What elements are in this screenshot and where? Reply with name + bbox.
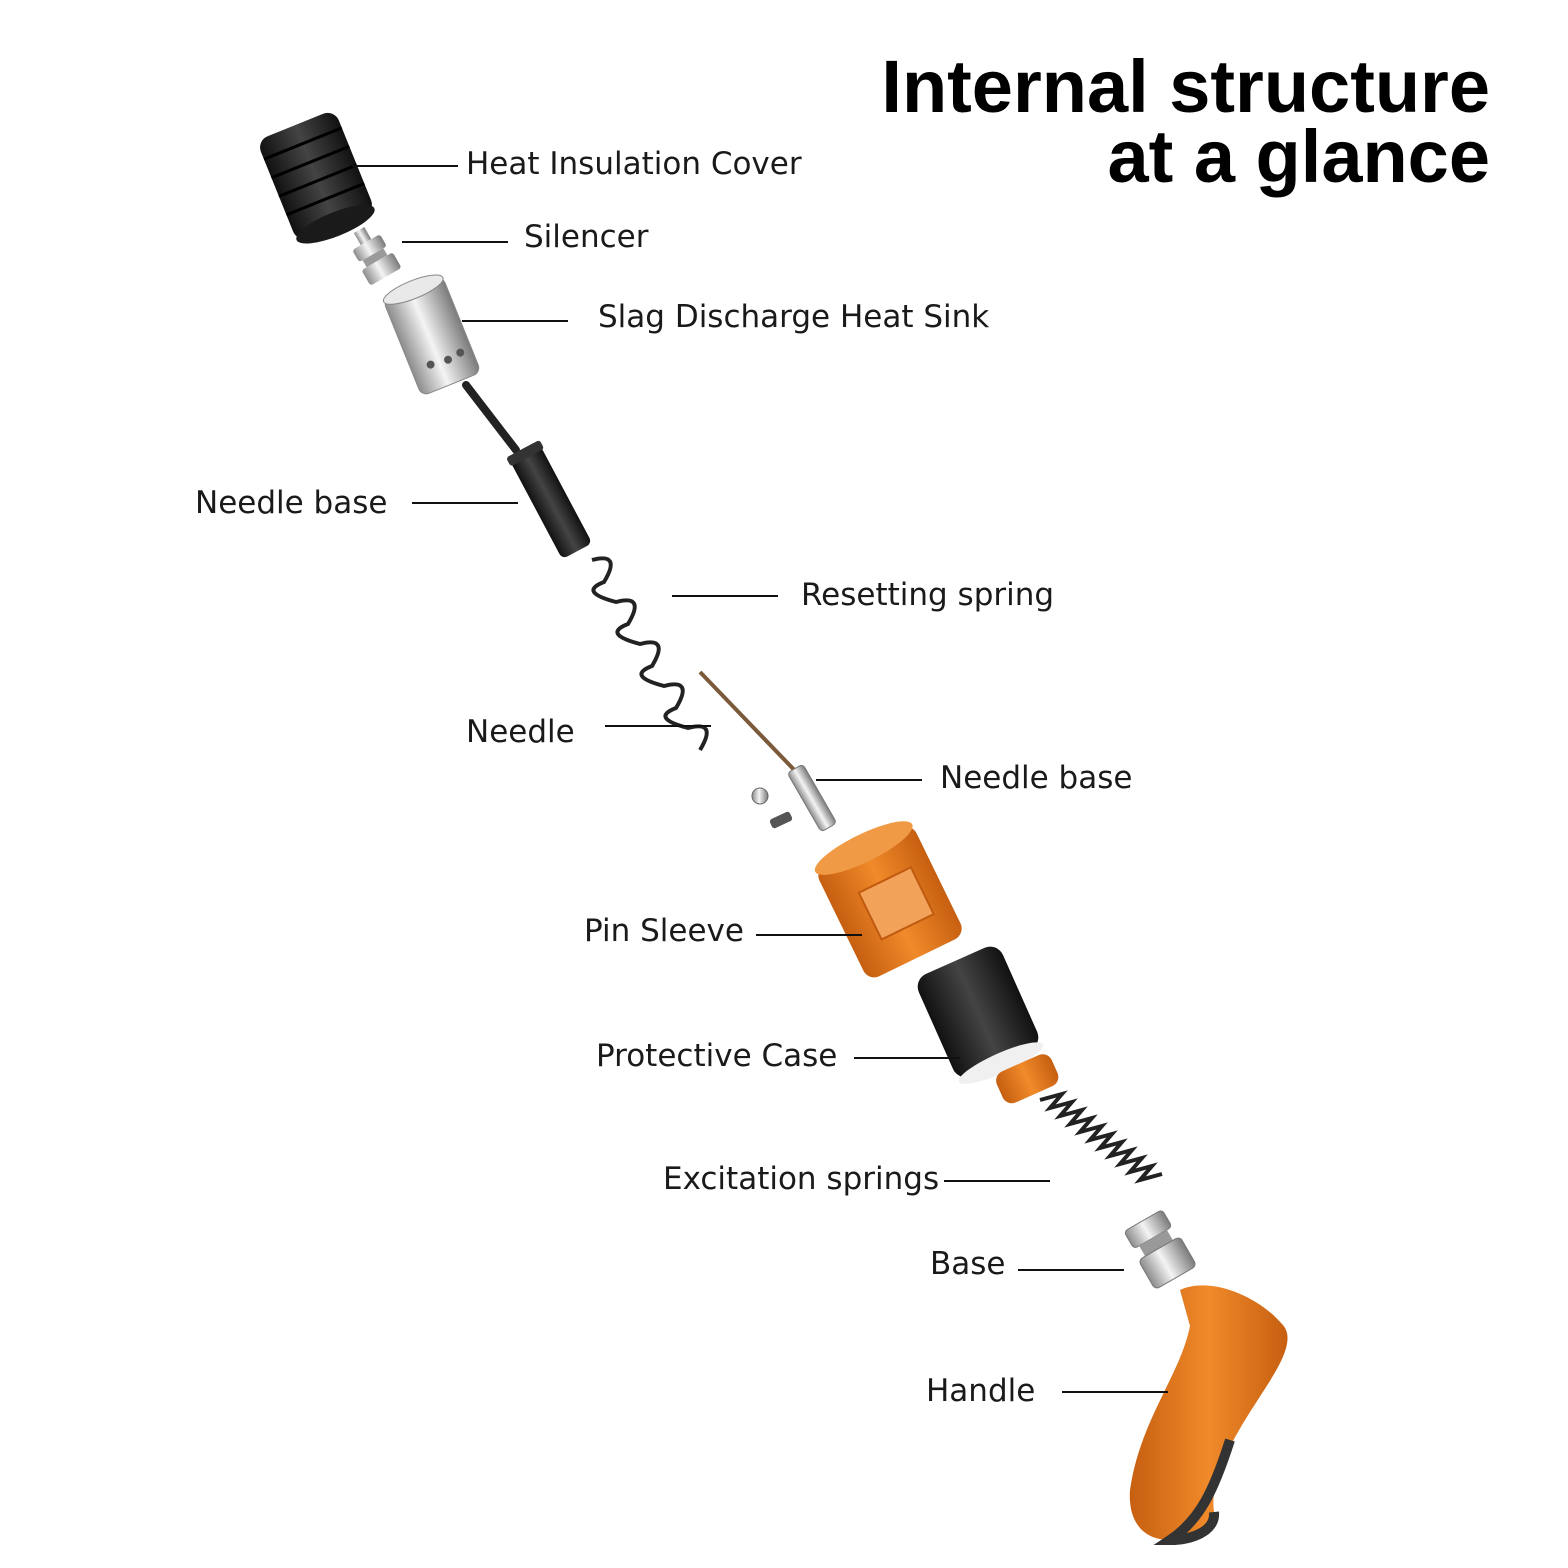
small-screw [769, 811, 793, 829]
excitation-springs-part [1039, 1090, 1163, 1184]
title-line-1: Internal structure [881, 45, 1490, 128]
leader-lines [352, 165, 1168, 1393]
orange-collar [996, 1054, 1059, 1104]
label-excitation-springs: Excitation springs [663, 1161, 940, 1197]
resetting-spring-part [591, 556, 709, 752]
base-part [1124, 1210, 1196, 1289]
label-handle: Handle [926, 1373, 1036, 1409]
label-protective-case: Protective Case [596, 1038, 838, 1074]
connecting-rod [462, 381, 520, 454]
label-pin-sleeve: Pin Sleeve [584, 913, 744, 949]
label-silencer: Silencer [524, 219, 649, 255]
small-screw [751, 787, 769, 805]
heat-sink-part [382, 274, 480, 395]
label-slag-discharge-heat-sink: Slag Discharge Heat Sink [598, 299, 990, 335]
label-needle-base-lower: Needle base [940, 760, 1133, 796]
label-resetting-spring: Resetting spring [801, 577, 1055, 613]
silencer-part [353, 227, 401, 285]
title-line-2: at a glance [1107, 115, 1490, 198]
label-heat-insulation-cover: Heat Insulation Cover [466, 146, 802, 182]
pin-sleeve-part [814, 821, 962, 978]
page-title: Internal structure at a glance [881, 45, 1490, 198]
needle-part [698, 670, 804, 780]
label-needle: Needle [466, 714, 575, 750]
needle-base-upper-part [507, 440, 591, 558]
protective-case-part [917, 946, 1043, 1084]
heat-insulation-cover-part [260, 112, 375, 244]
label-needle-base-upper: Needle base [195, 485, 388, 521]
label-base: Base [930, 1246, 1006, 1282]
handle-part [1129, 1285, 1288, 1546]
needle-base-lower-part [788, 765, 836, 831]
